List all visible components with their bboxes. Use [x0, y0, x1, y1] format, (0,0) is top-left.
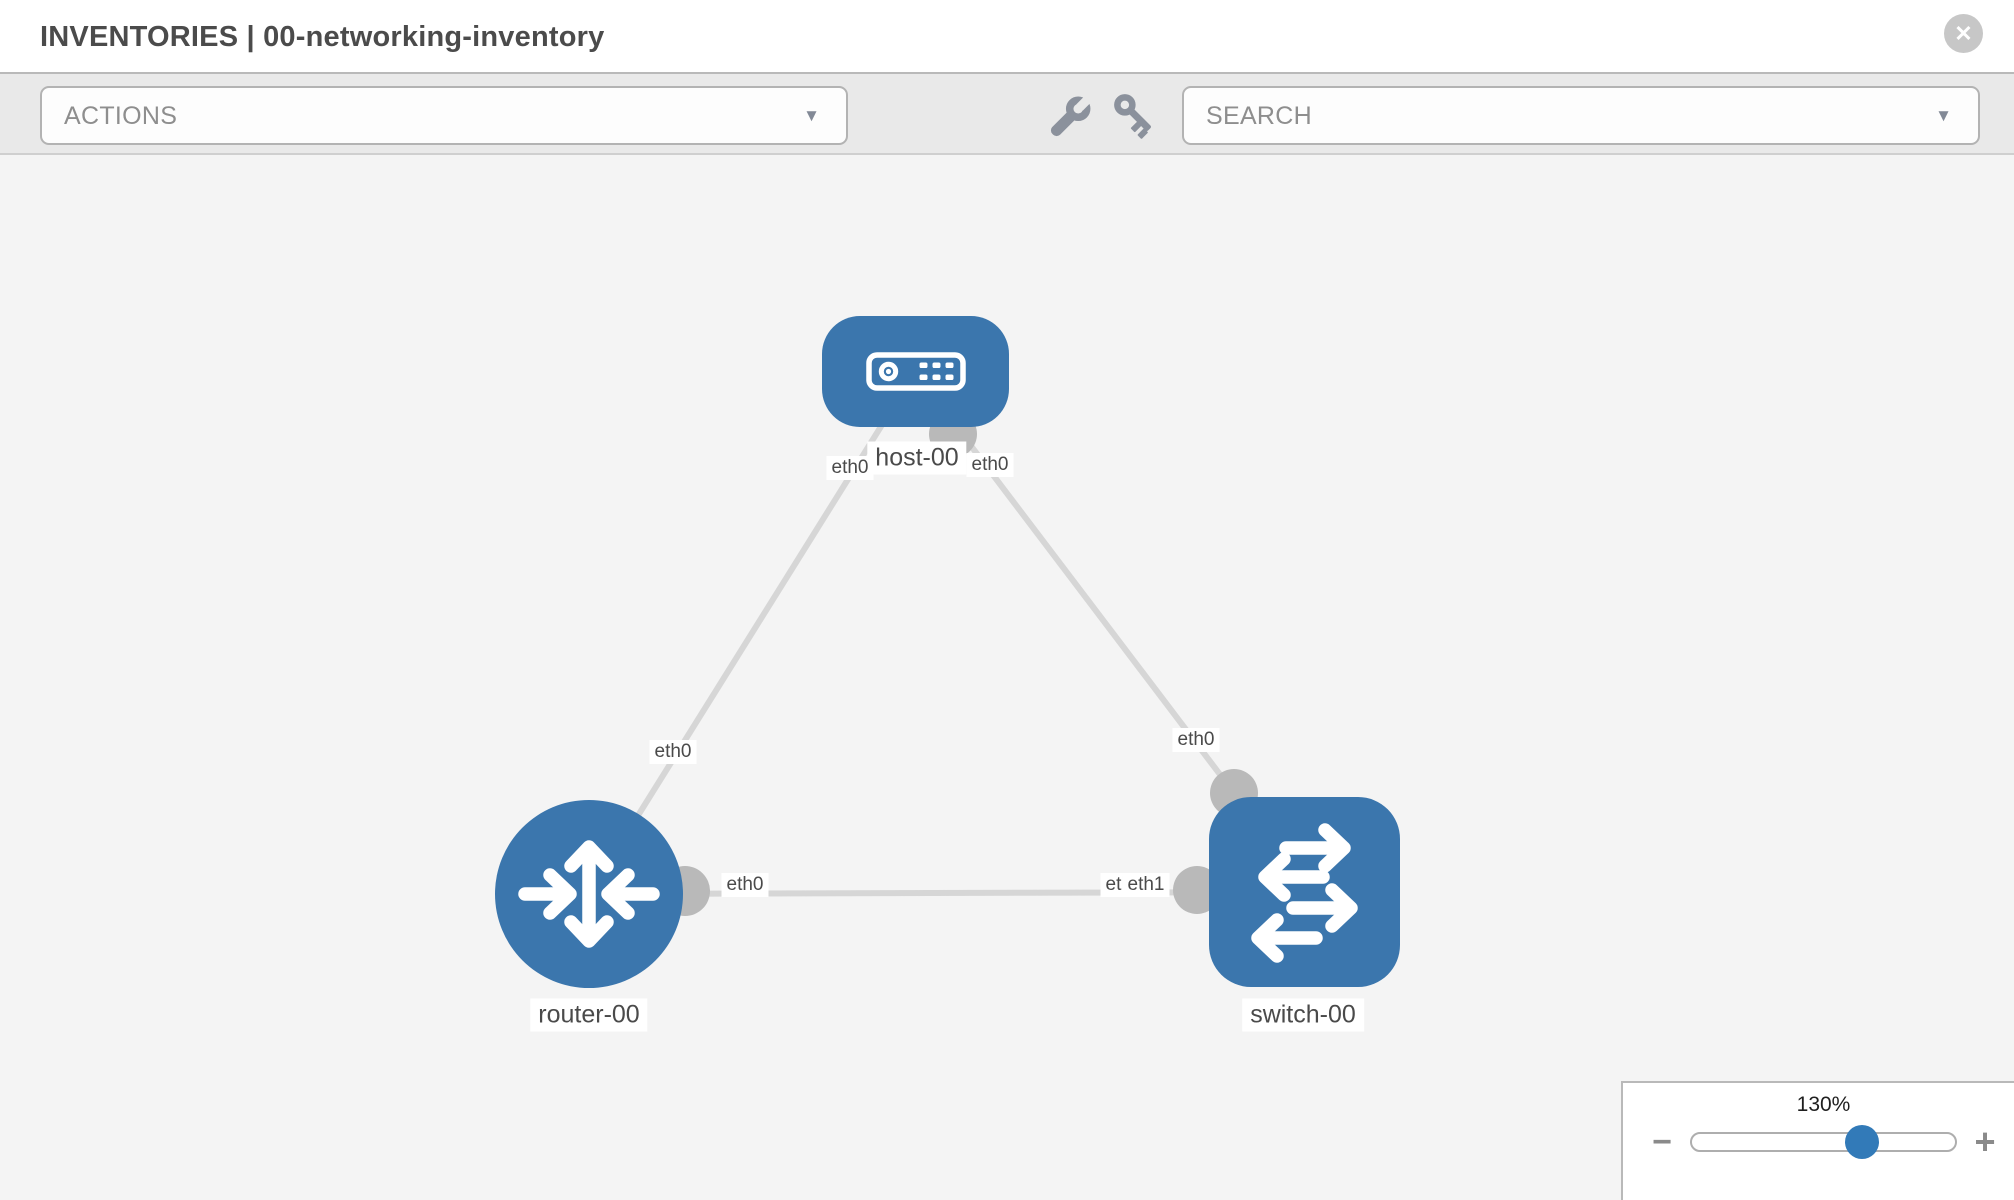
header: INVENTORIES | 00-networking-inventory ✕ [0, 0, 2014, 72]
search-dropdown-label: SEARCH [1206, 102, 1312, 130]
router-icon [518, 840, 660, 948]
key-button[interactable] [1107, 88, 1163, 144]
key-icon [1114, 94, 1151, 139]
zoom-level-value: 130% [1796, 1093, 1851, 1116]
host-icon [866, 352, 966, 391]
page-title: INVENTORIES | 00-networking-inventory [40, 21, 605, 53]
node-label-router: router-00 [530, 998, 648, 1032]
topology-canvas[interactable]: host-00 router-00 switch-00 eth0 eth0 et… [0, 155, 2014, 1200]
close-button[interactable]: ✕ [1944, 14, 1983, 53]
search-dropdown[interactable]: SEARCH ▼ [1182, 86, 1980, 145]
zoom-panel: 130% − + [1621, 1081, 2014, 1200]
zoom-slider[interactable] [1690, 1132, 1957, 1152]
minus-icon: − [1652, 1123, 1672, 1161]
chevron-down-icon: ▼ [803, 106, 820, 125]
node-router-00[interactable] [495, 800, 683, 988]
wrench-icon [1050, 94, 1093, 137]
zoom-in-button[interactable]: + [1968, 1124, 2002, 1160]
toolbar: ACTIONS ▼ SEARCH ▼ [0, 72, 2014, 155]
close-icon: ✕ [1954, 21, 1973, 46]
iface-label-switch-to-router: eth1 [1122, 873, 1170, 897]
iface-label-switch-to-host: eth0 [1172, 728, 1220, 752]
chevron-down-icon: ▼ [1935, 106, 1952, 125]
topology-svg [495, 316, 1400, 988]
node-label-switch: switch-00 [1242, 998, 1364, 1032]
node-host-00[interactable] [822, 316, 1009, 427]
node-switch-00[interactable] [1209, 797, 1400, 987]
iface-label-router-to-host: eth0 [649, 740, 697, 764]
zoom-out-button[interactable]: − [1645, 1125, 1679, 1159]
node-label-host: host-00 [867, 441, 967, 475]
iface-label-host-to-router: eth0 [826, 456, 874, 480]
iface-label-router-to-switch: eth0 [721, 873, 769, 897]
iface-label-host-to-switch: eth0 [966, 453, 1014, 477]
zoom-slider-thumb[interactable] [1845, 1125, 1879, 1159]
actions-dropdown-label: ACTIONS [64, 102, 178, 130]
plus-icon: + [1974, 1121, 1996, 1162]
configure-button[interactable] [1041, 88, 1097, 144]
actions-dropdown[interactable]: ACTIONS ▼ [40, 86, 848, 145]
switch-icon [1251, 823, 1358, 963]
